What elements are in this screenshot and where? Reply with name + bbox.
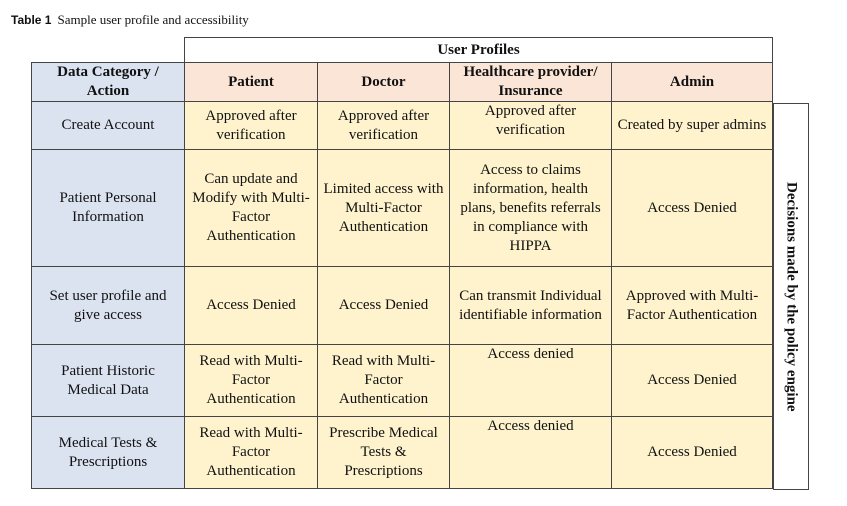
table-caption-text: Sample user profile and accessibility xyxy=(57,12,249,27)
table-row: Create Account Approved after verificati… xyxy=(31,101,773,150)
row-label-set-profile: Set user profile and give access xyxy=(31,266,185,345)
table-caption: Table 1 Sample user profile and accessibi… xyxy=(11,12,249,28)
role-header-doctor: Doctor xyxy=(317,62,450,102)
cell-doctor: Prescribe Medical Tests & Prescriptions xyxy=(317,416,450,489)
row-label-create-account: Create Account xyxy=(31,101,185,150)
cell-doctor: Read with Multi-Factor Authentication xyxy=(317,344,450,417)
cell-patient: Can update and Modify with Multi-Factor … xyxy=(184,149,318,267)
cell-admin: Access Denied xyxy=(611,149,773,267)
cell-patient: Access Denied xyxy=(184,266,318,345)
cell-doctor: Approved after verification xyxy=(317,101,450,150)
cell-admin: Access Denied xyxy=(611,344,773,417)
table-row: Set user profile and give access Access … xyxy=(31,266,773,345)
row-label-tests-prescriptions: Medical Tests & Prescriptions xyxy=(31,416,185,489)
role-header-provider: Healthcare provider/ Insurance xyxy=(449,62,612,102)
blank-corner xyxy=(31,37,185,63)
table-caption-label: Table 1 xyxy=(11,13,52,27)
cell-patient: Read with Multi-Factor Authentication xyxy=(184,416,318,489)
table-row: Medical Tests & Prescriptions Read with … xyxy=(31,416,773,489)
user-profiles-header: User Profiles xyxy=(184,37,773,63)
cell-admin: Approved with Multi-Factor Authenticatio… xyxy=(611,266,773,345)
row-label-personal-info: Patient Personal Information xyxy=(31,149,185,267)
row-label-historic-data: Patient Historic Medical Data xyxy=(31,344,185,417)
data-category-header: Data Category / Action xyxy=(31,62,185,102)
cell-provider: Can transmit Individual identifiable inf… xyxy=(449,266,612,345)
table-row: Patient Personal Information Can update … xyxy=(31,149,773,267)
cell-provider: Access to claims information, health pla… xyxy=(449,149,612,267)
cell-admin: Created by super admins xyxy=(611,101,773,150)
table-row: Patient Historic Medical Data Read with … xyxy=(31,344,773,417)
access-table: User Profiles Data Category / Action Pat… xyxy=(31,37,773,489)
policy-engine-side-label: Decisions made by the policy engine xyxy=(773,103,809,490)
cell-patient: Approved after verification xyxy=(184,101,318,150)
cell-provider: Access denied xyxy=(449,344,612,417)
cell-patient: Read with Multi-Factor Authentication xyxy=(184,344,318,417)
role-header-patient: Patient xyxy=(184,62,318,102)
cell-provider: Access denied xyxy=(449,416,612,489)
role-header-admin: Admin xyxy=(611,62,773,102)
cell-doctor: Limited access with Multi-Factor Authent… xyxy=(317,149,450,267)
cell-admin: Access Denied xyxy=(611,416,773,489)
policy-engine-label: Decisions made by the policy engine xyxy=(783,181,800,412)
cell-provider: Approved after verification xyxy=(449,101,612,150)
cell-doctor: Access Denied xyxy=(317,266,450,345)
